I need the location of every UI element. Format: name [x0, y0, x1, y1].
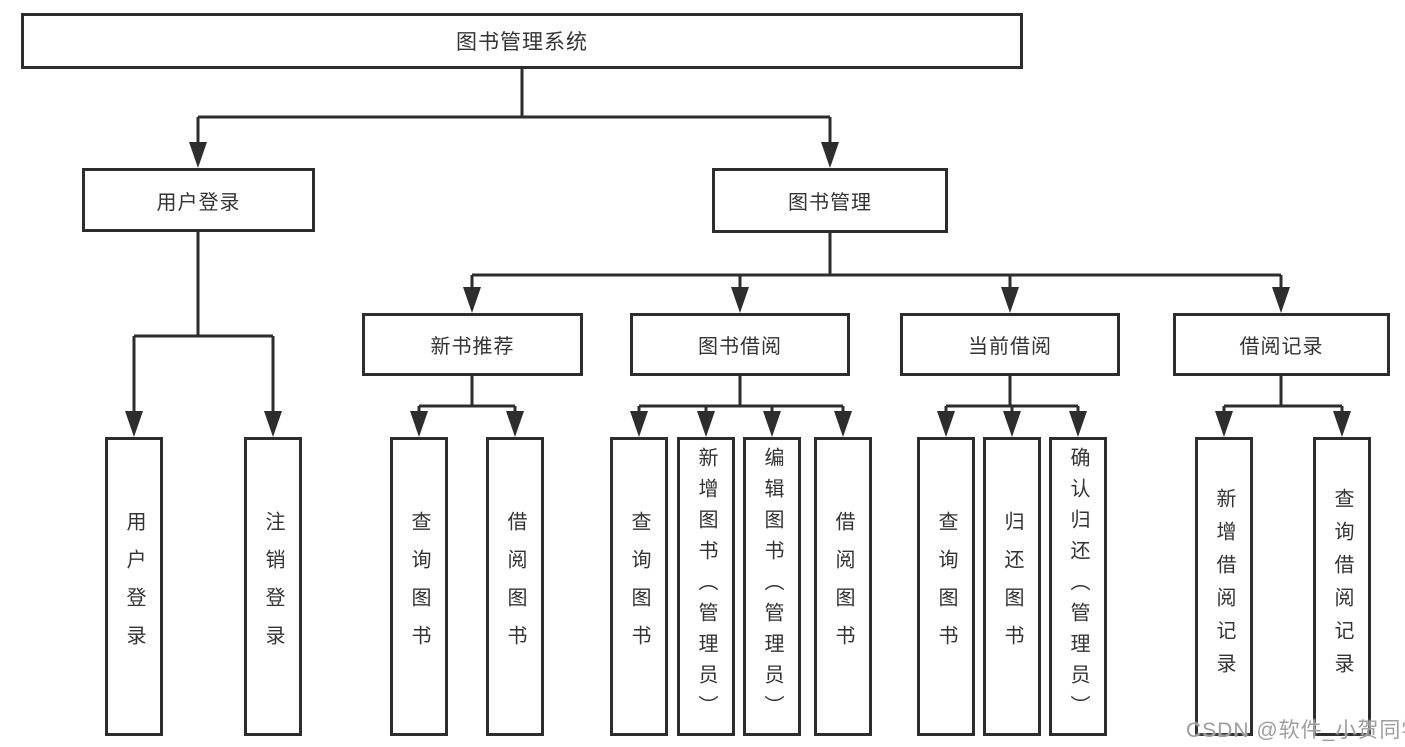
node-user-login: 用户登录 — [82, 168, 315, 232]
edges-user-login — [125, 232, 282, 437]
leaf-label: 查询借阅记录 — [1331, 487, 1353, 686]
leaf-borrow-books: 借阅图书 — [814, 437, 872, 736]
edges-borrow-records — [1215, 376, 1351, 437]
leaf-label: 用户登录 — [123, 510, 145, 663]
arrow-down-icon — [1215, 411, 1233, 437]
leaf-add-book-admin: 新增图书（管理员） — [677, 437, 735, 736]
leaf-return-book: 归还图书 — [983, 437, 1041, 736]
leaf-label: 确认归还（管理员） — [1067, 447, 1089, 726]
leaf-logout: 注销登录 — [244, 437, 302, 736]
arrow-down-icon — [630, 411, 648, 437]
arrow-down-icon — [1001, 287, 1019, 313]
edges-book-management — [463, 233, 1290, 313]
leaf-label: 新增图书（管理员） — [695, 447, 717, 726]
node-label: 新书推荐 — [430, 336, 515, 358]
arrow-down-icon — [1003, 411, 1021, 437]
edges-new-book-recommend — [410, 376, 524, 437]
arrow-down-icon — [834, 411, 852, 437]
arrow-down-icon — [125, 411, 143, 437]
arrow-down-icon — [506, 411, 524, 437]
node-book-management: 图书管理 — [712, 168, 948, 233]
node-label: 图书借阅 — [698, 336, 782, 358]
leaf-label: 编辑图书（管理员） — [761, 447, 783, 726]
node-label: 当前借阅 — [968, 336, 1052, 358]
leaf-confirm-return-admin: 确认归还（管理员） — [1049, 437, 1107, 736]
node-book-borrow: 图书借阅 — [630, 313, 850, 376]
leaf-edit-book-admin: 编辑图书（管理员） — [743, 437, 801, 736]
leaf-borrow-books-recommend: 借阅图书 — [486, 437, 544, 736]
arrow-down-icon — [1333, 411, 1351, 437]
leaf-query-books-recommend: 查询图书 — [390, 437, 448, 736]
arrow-down-icon — [1272, 287, 1290, 313]
edges-book-borrow — [630, 376, 852, 437]
csdn-watermark: CSDN @软件_小贺同学 — [1186, 719, 1405, 742]
arrow-down-icon — [1069, 411, 1087, 437]
node-new-book-recommend: 新书推荐 — [362, 313, 583, 376]
leaf-label: 查询图书 — [408, 510, 430, 663]
leaf-label: 新增借阅记录 — [1213, 487, 1235, 686]
arrow-down-icon — [463, 287, 481, 313]
edges-current-borrow — [937, 376, 1087, 437]
leaf-label: 归还图书 — [1001, 510, 1023, 663]
arrow-down-icon — [731, 287, 749, 313]
edges-root-to-level2 — [189, 69, 839, 168]
node-root: 图书管理系统 — [21, 13, 1023, 69]
arrow-down-icon — [697, 411, 715, 437]
leaf-label: 注销登录 — [262, 510, 284, 663]
node-root-label: 图书管理系统 — [456, 31, 588, 54]
arrow-down-icon — [264, 411, 282, 437]
node-label: 用户登录 — [156, 191, 241, 214]
arrow-down-icon — [410, 411, 428, 437]
node-label: 借阅记录 — [1239, 336, 1324, 358]
leaf-add-borrow-record: 新增借阅记录 — [1195, 437, 1253, 736]
arrow-down-icon — [937, 411, 955, 437]
leaf-label: 查询图书 — [935, 510, 957, 663]
leaf-query-books-borrow: 查询图书 — [610, 437, 668, 736]
arrow-down-icon — [821, 142, 839, 168]
arrow-down-icon — [763, 411, 781, 437]
node-current-borrow: 当前借阅 — [900, 313, 1120, 376]
node-label: 图书管理 — [788, 192, 872, 214]
leaf-query-books-current: 查询图书 — [917, 437, 975, 736]
leaf-label: 查询图书 — [628, 510, 650, 663]
leaf-label: 借阅图书 — [504, 510, 526, 663]
leaf-user-login: 用户登录 — [105, 437, 163, 736]
leaf-label: 借阅图书 — [832, 510, 854, 663]
leaf-query-borrow-record: 查询借阅记录 — [1313, 437, 1371, 736]
arrow-down-icon — [189, 142, 207, 168]
node-borrow-records: 借阅记录 — [1173, 313, 1390, 376]
